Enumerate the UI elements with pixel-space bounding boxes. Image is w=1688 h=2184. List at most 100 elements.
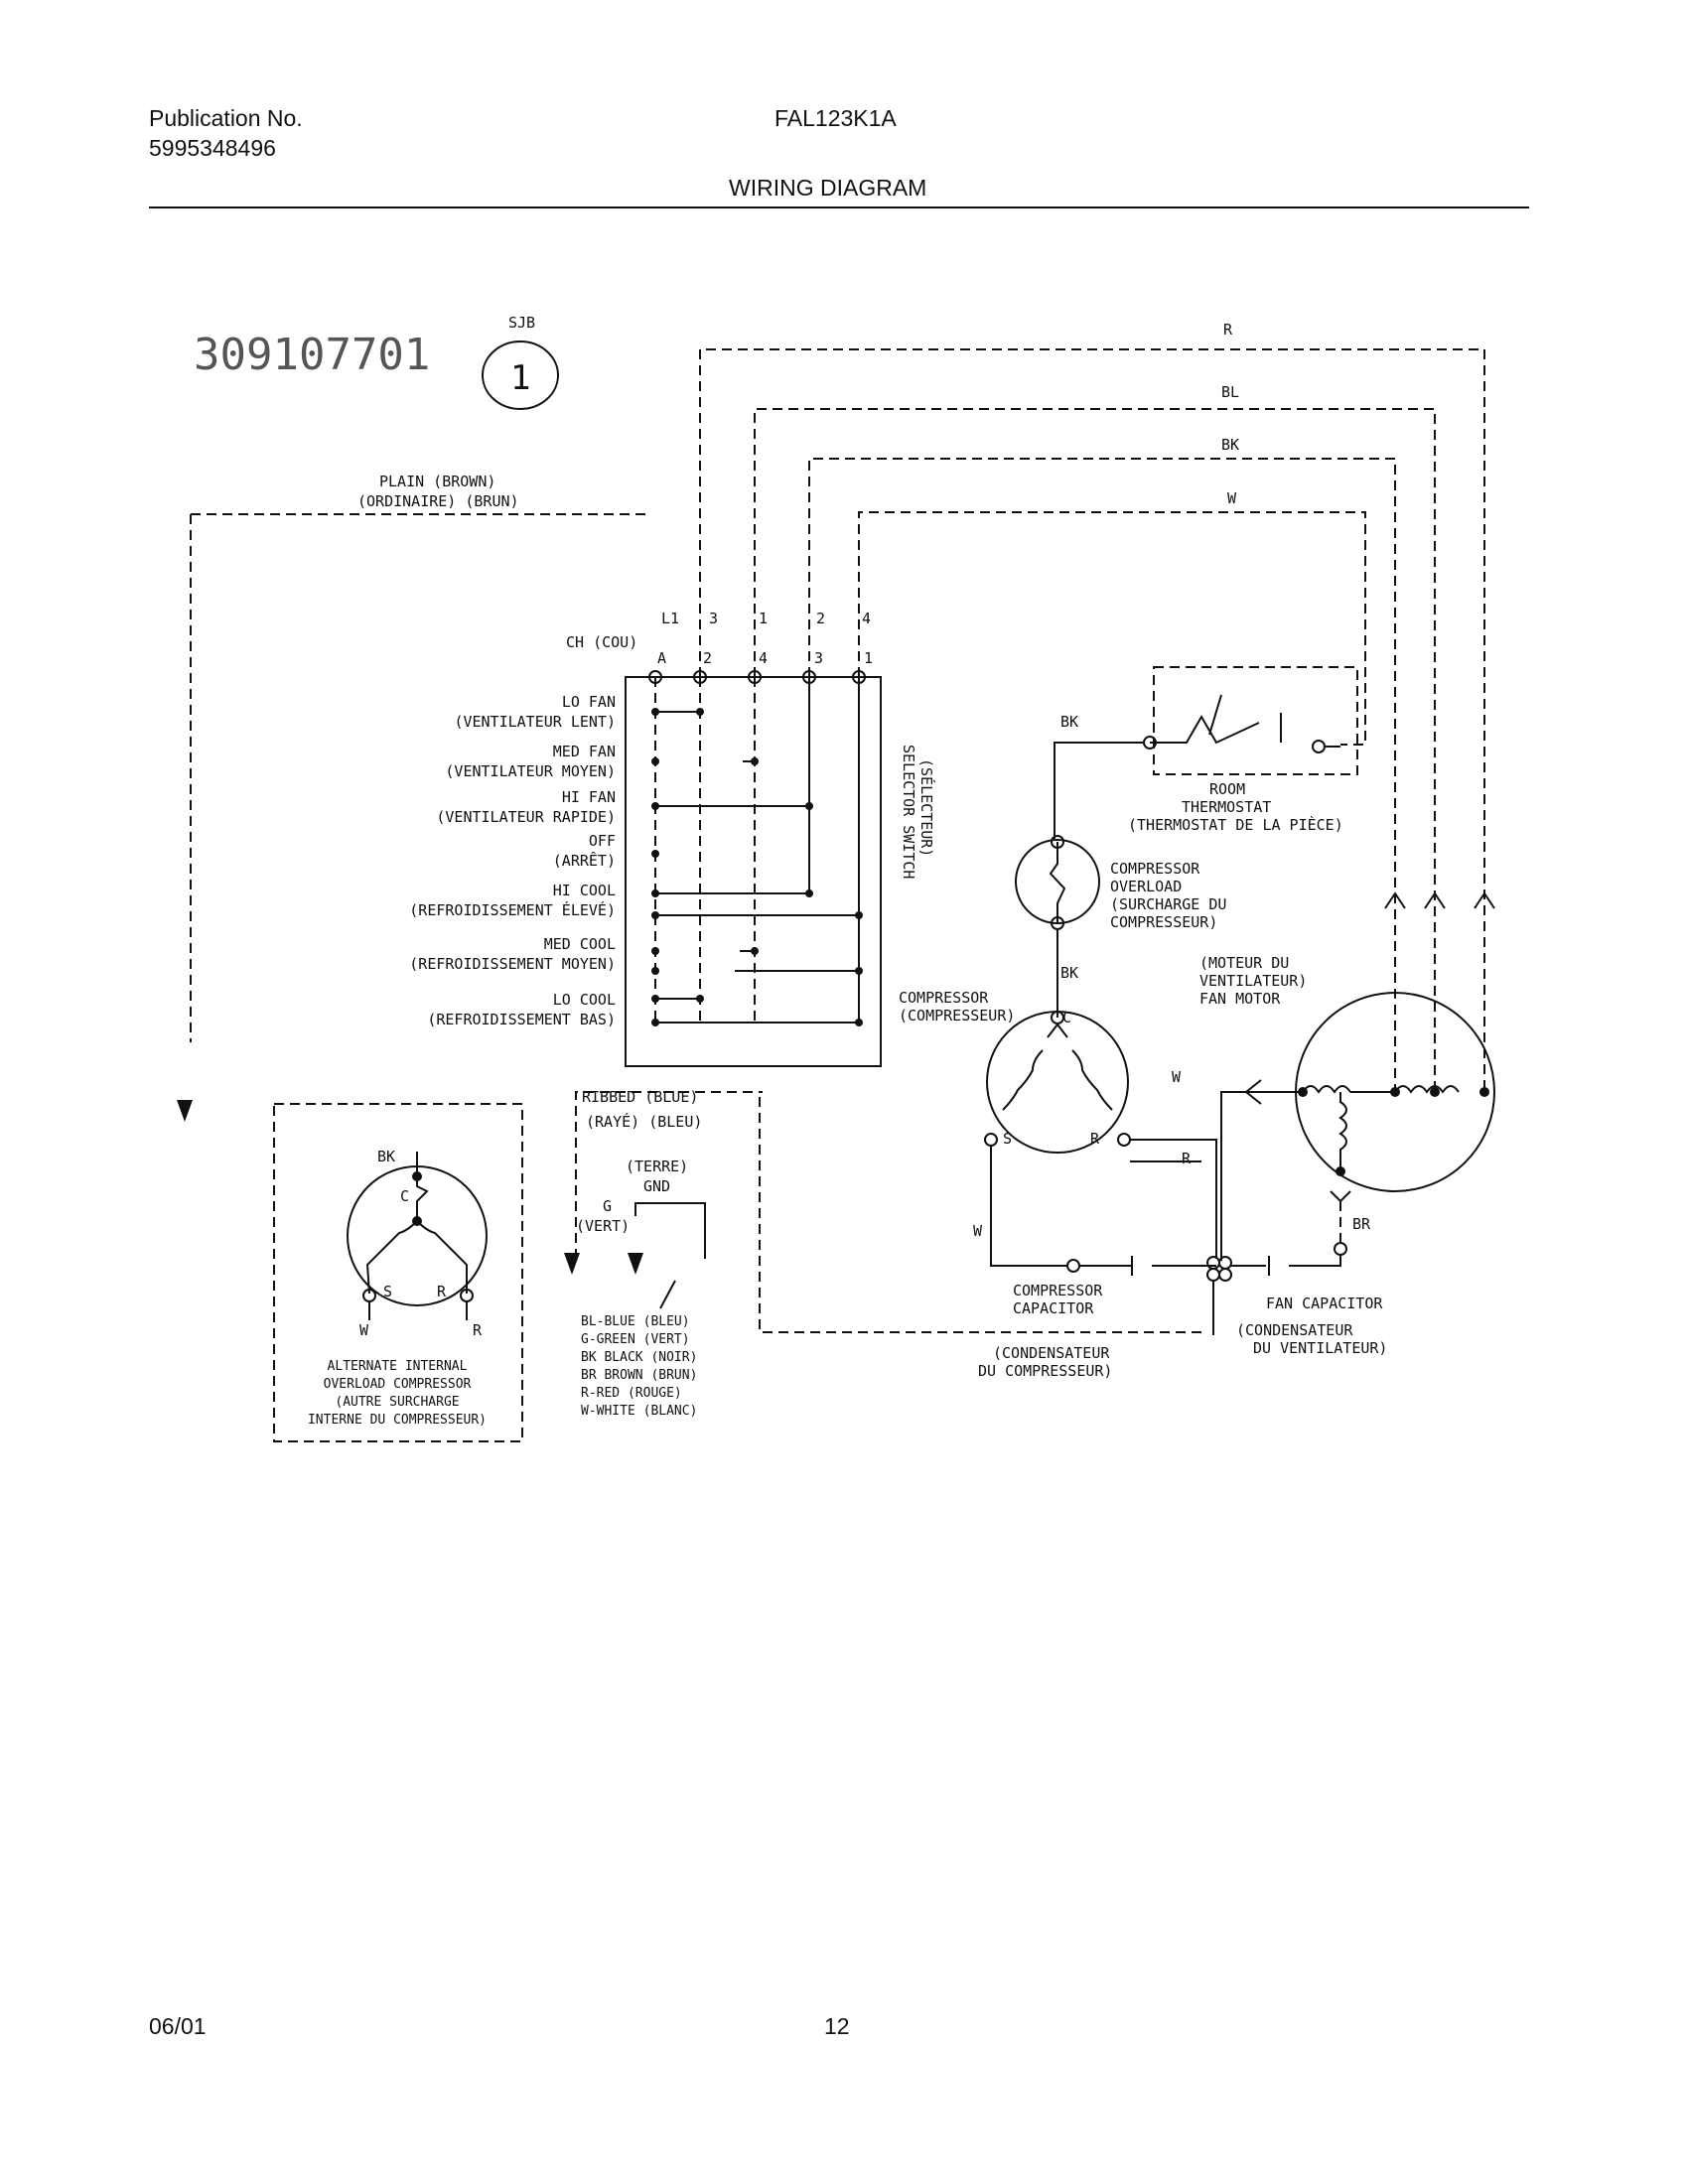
thermostat-label-3: (THERMOSTAT DE LA PIÈCE) <box>1128 815 1343 834</box>
fan-cap-lead-right <box>1289 1256 1341 1267</box>
thermostat-box <box>1153 666 1358 775</box>
overload-element <box>1049 842 1066 923</box>
compressor-w-label: W <box>973 1222 983 1240</box>
ribbed-cord <box>575 1091 763 1259</box>
switch-top-4: 4 <box>862 610 871 627</box>
header-rule <box>149 206 1529 208</box>
fan-cap-label-2: (CONDENSATEUR <box>1236 1321 1353 1339</box>
sub-label: SJB <box>508 314 535 332</box>
fan-cap-label-3: DU VENTILATEUR) <box>1253 1339 1387 1357</box>
alt-winding-r <box>416 1220 468 1294</box>
wire-code-w: W <box>1227 489 1237 507</box>
fan-cap-label-1: FAN CAPACITOR <box>1266 1295 1383 1312</box>
compressor-r-wire-label: R <box>1182 1150 1192 1167</box>
footer-date: 06/01 <box>149 2013 207 2039</box>
switch-terminal-3: 3 <box>814 649 823 667</box>
alt-overload-label-1: ALTERNATE INTERNAL <box>328 1359 468 1374</box>
comp-cap-label-2: CAPACITOR <box>1013 1299 1094 1317</box>
plain-brown-label: PLAIN (BROWN) <box>379 473 495 490</box>
pos-med-fan-fr: (VENTILATEUR MOYEN) <box>445 762 616 780</box>
pos-hi-fan: HI FAN <box>562 788 616 806</box>
fan-motor-winding-main <box>1302 1085 1460 1094</box>
thermostat-bk-wire <box>1054 742 1144 839</box>
compressor-terminal-r <box>1117 1133 1131 1147</box>
switch-terminal-2: 2 <box>703 649 712 667</box>
plain-brown-fr-label: (ORDINAIRE) (BRUN) <box>357 492 519 510</box>
alt-r-label: R <box>437 1283 447 1300</box>
sub-circle <box>482 341 559 410</box>
red-wire <box>699 348 1485 1092</box>
sub-number: 1 <box>510 358 530 398</box>
fan-motor-label-1: (MOTEUR DU <box>1199 954 1289 972</box>
thermostat-bk-label: BK <box>1060 713 1078 731</box>
compressor-c-label: C <box>1062 1009 1071 1026</box>
comp-cap-fr-1: (CONDENSATEUR <box>993 1344 1110 1362</box>
pos-lo-cool-fr: (REFROIDISSEMENT BAS) <box>427 1011 616 1028</box>
switch-row-hi-cool: HI COOL (REFROIDISSEMENT ÉLEVÉ) <box>409 882 863 919</box>
black-wire <box>808 458 1396 1092</box>
pos-med-fan: MED FAN <box>553 743 616 760</box>
pos-hi-cool: HI COOL <box>553 882 616 899</box>
fan-motor-winding-aux <box>1338 1092 1347 1171</box>
pos-hi-cool-fr: (REFROIDISSEMENT ÉLEVÉ) <box>409 900 616 919</box>
pos-lo-cool: LO COOL <box>553 991 616 1009</box>
selector-switch-box <box>625 676 882 1067</box>
compressor-winding-r <box>1056 1024 1113 1111</box>
pos-med-cool: MED COOL <box>544 935 616 953</box>
switch-terminal-1: 1 <box>864 649 873 667</box>
selector-switch-label: SELECTOR SWITCH <box>900 745 917 879</box>
fan-cap-br-terminal <box>1334 1242 1347 1256</box>
white-wire <box>858 511 1366 746</box>
ground-arrow-chassis <box>177 1100 193 1122</box>
overload-label-2: OVERLOAD <box>1110 878 1182 895</box>
legend-white: W-WHITE (BLANC) <box>581 1404 697 1419</box>
comp-cap-terminal <box>1066 1259 1080 1273</box>
connector-chevron-bk <box>1384 891 1406 909</box>
ground-arrow-right <box>628 1253 643 1275</box>
compressor-r-wire <box>1130 1139 1217 1259</box>
switch-top-1: 1 <box>759 610 768 627</box>
alt-overload-label-2: OVERLOAD COMPRESSOR <box>324 1377 472 1392</box>
ribbed-label: RIBBED (BLUE) <box>582 1088 698 1106</box>
ground-wire <box>634 1202 706 1259</box>
comp-cap-fr-2: DU COMPRESSEUR) <box>978 1362 1112 1380</box>
legend-black: BK BLACK (NOIR) <box>581 1350 697 1365</box>
alt-c-label: C <box>400 1187 409 1205</box>
pos-lo-fan: LO FAN <box>562 693 616 711</box>
fan-motor-label-3: FAN MOTOR <box>1199 990 1281 1008</box>
green-vert-label: (VERT) <box>576 1217 630 1235</box>
pos-hi-fan-fr: (VENTILATEUR RAPIDE) <box>436 808 616 826</box>
compressor-terminal-c <box>1051 1011 1064 1024</box>
fan-motor-w-connector <box>1244 1079 1262 1105</box>
alt-overload-label-4: INTERNE DU COMPRESSEUR) <box>308 1413 487 1428</box>
pos-off: OFF <box>589 832 616 850</box>
alt-overload-box <box>273 1103 523 1442</box>
fan-motor-br-connector <box>1330 1190 1351 1203</box>
switch-terminal-a: A <box>657 649 666 667</box>
pos-med-cool-fr: (REFROIDISSEMENT MOYEN) <box>409 955 616 973</box>
ground-arrow-left <box>564 1253 580 1275</box>
page-title: WIRING DIAGRAM <box>729 175 927 201</box>
blue-ribbed-wire <box>759 1092 1201 1333</box>
alt-overload-element <box>416 1152 429 1221</box>
legend-blue: BL-BLUE (BLEU) <box>581 1314 690 1329</box>
switch-row-lo-cool: LO COOL (REFROIDISSEMENT BAS) <box>427 991 863 1028</box>
compressor-label-1: COMPRESSOR <box>899 989 989 1007</box>
alt-overload-label-3: (AUTRE SURCHARGE <box>335 1395 459 1410</box>
compressor-r-label: R <box>1090 1130 1100 1148</box>
thermostat-element <box>1150 714 1260 745</box>
connector-chevron-r <box>1474 891 1495 909</box>
compressor-label-2: (COMPRESSEUR) <box>899 1007 1015 1024</box>
legend-red: R-RED (ROUGE) <box>581 1386 682 1401</box>
comp-cap-label-1: COMPRESSOR <box>1013 1282 1103 1299</box>
selector-switch-fr-label: (SÉLECTEUR) <box>917 758 936 857</box>
thermostat-bulb-line <box>1208 694 1222 736</box>
chassis-ground-hatch <box>659 1280 676 1309</box>
ground-label-2: GND <box>643 1177 670 1195</box>
overload-bk-label: BK <box>1060 964 1078 982</box>
compressor-terminal-s <box>984 1133 998 1147</box>
switch-terminal-4: 4 <box>759 649 768 667</box>
legend-brown: BR BROWN (BRUN) <box>581 1368 697 1383</box>
part-number: 309107701 <box>194 330 430 380</box>
